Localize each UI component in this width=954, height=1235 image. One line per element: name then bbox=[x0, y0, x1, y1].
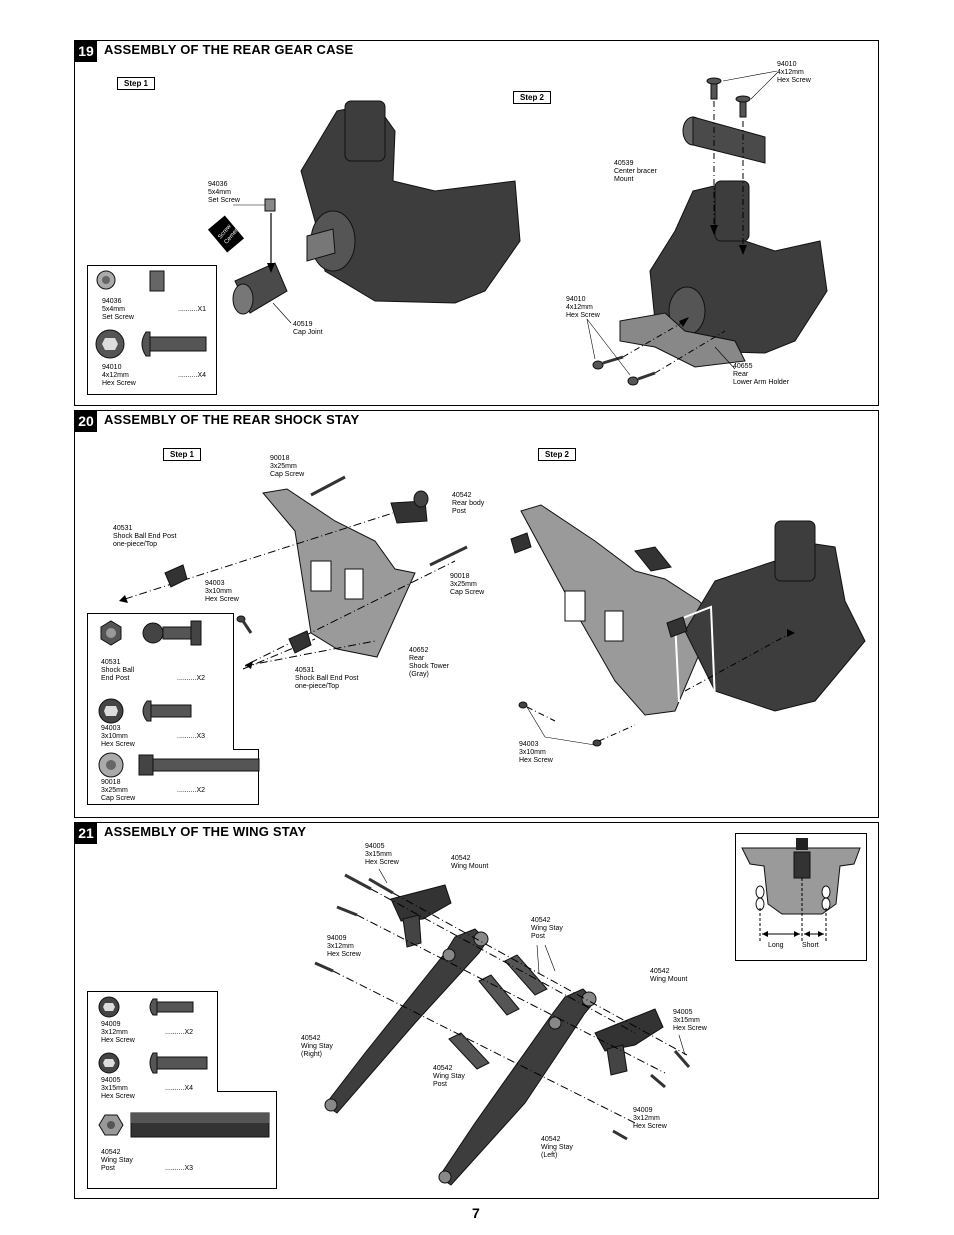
section-title: ASSEMBLY OF THE REAR GEAR CASE bbox=[104, 42, 354, 57]
inset-short-label: Short bbox=[802, 942, 819, 949]
inset-long-label: Long bbox=[768, 942, 784, 949]
shock-stay-parts-icons bbox=[98, 620, 260, 778]
section-number: 20 bbox=[75, 411, 97, 432]
label-40539: 40539 Center bracer Mount bbox=[614, 160, 657, 183]
label-40542-mount-right: 40542 Wing Mount bbox=[650, 968, 688, 983]
parts-item-text: 90018 3x25mm Cap Screw bbox=[101, 779, 136, 802]
wing-stay-illustration bbox=[314, 868, 691, 1186]
section-title: ASSEMBLY OF THE WING STAY bbox=[104, 824, 307, 839]
parts-item-text: 94005 3x15mm Hex Screw bbox=[101, 1077, 135, 1100]
section-title: ASSEMBLY OF THE REAR SHOCK STAY bbox=[104, 412, 360, 427]
parts-list-box: 94036 5x4mm Set Screw ..........X1 94010… bbox=[87, 265, 217, 395]
label-40531-bot: 40531 Shock Ball End Post one-piece/Top bbox=[295, 667, 359, 690]
parts-item-text: 40531 Shock Ball End Post bbox=[101, 659, 135, 682]
parts-item-text: 94010 4x12mm Hex Screw bbox=[102, 364, 136, 387]
label-90018-top: 90018 3x25mm Cap Screw bbox=[270, 455, 305, 478]
label-40542-stay-left: 40542 Wing Stay (Left) bbox=[541, 1136, 573, 1159]
rear-gear-case-illustration bbox=[207, 70, 828, 386]
label-40542-post-top: 40542 Wing Stay Post bbox=[531, 917, 563, 940]
label-40542-stay-right: 40542 Wing Stay (Right) bbox=[301, 1035, 333, 1058]
parts-item-qty: ..........X4 bbox=[165, 1085, 194, 1092]
parts-item-qty: ..........X2 bbox=[177, 675, 206, 682]
label-94003-right: 94003 3x10mm Hex Screw bbox=[519, 741, 553, 764]
label-40531-top: 40531 Shock Ball End Post one-piece/Top bbox=[113, 525, 177, 548]
label-94036: 94036 5x4mm Set Screw bbox=[208, 181, 240, 204]
parts-item-text: 94036 5x4mm Set Screw bbox=[102, 298, 134, 321]
label-90018-mid: 90018 3x25mm Cap Screw bbox=[450, 573, 485, 596]
parts-item-text: 94009 3x12mm Hex Screw bbox=[101, 1021, 135, 1044]
label-94010-side: 94010 4x12mm Hex Screw bbox=[566, 296, 600, 319]
parts-item-qty: ..........X3 bbox=[177, 733, 206, 740]
label-94003-mid: 94003 3x10mm Hex Screw bbox=[205, 580, 239, 603]
label-94010-top: 94010 4x12mm Hex Screw bbox=[777, 61, 811, 84]
label-40519: 40519 Cap Joint bbox=[293, 321, 323, 336]
section-number: 19 bbox=[75, 41, 97, 62]
step-2-label: Step 2 bbox=[513, 91, 552, 104]
section-21-panel: 21 ASSEMBLY OF THE WING STAY bbox=[74, 822, 879, 1199]
parts-item-qty: ..........X2 bbox=[177, 787, 206, 794]
label-40542-mount-top: 40542 Wing Mount bbox=[451, 855, 489, 870]
parts-list-box-extension bbox=[87, 1091, 277, 1189]
parts-box-step bbox=[233, 749, 259, 750]
label-94009-right: 94009 3x12mm Hex Screw bbox=[633, 1107, 667, 1130]
wing-mount-spacing-diagram bbox=[741, 838, 861, 942]
label-40655: 40655 Rear Lower Arm Holder bbox=[733, 363, 790, 386]
parts-item-text: 94003 3x10mm Hex Screw bbox=[101, 725, 135, 748]
label-40542-body-post: 40542 Rear body Post bbox=[452, 492, 485, 515]
step-1-label: Step 1 bbox=[117, 77, 156, 90]
parts-item-qty: ..........X4 bbox=[178, 372, 207, 379]
step-2-label: Step 2 bbox=[538, 448, 577, 461]
wing-stay-parts-icons bbox=[98, 996, 270, 1138]
parts-item-qty: ..........X1 bbox=[178, 306, 207, 313]
label-40652: 40652 Rear Shock Tower (Gray) bbox=[409, 647, 449, 678]
parts-item-text: 40542 Wing Stay Post bbox=[101, 1149, 133, 1172]
parts-item-qty: ..........X3 bbox=[165, 1165, 194, 1172]
parts-item-qty: ..........X2 bbox=[165, 1029, 194, 1036]
section-number: 21 bbox=[75, 823, 97, 844]
parts-box-edge bbox=[233, 613, 234, 750]
label-94005-right: 94005 3x15mm Hex Screw bbox=[673, 1009, 707, 1032]
step-1-label: Step 1 bbox=[163, 448, 202, 461]
parts-box-edge bbox=[217, 991, 218, 1092]
parts-box-step bbox=[217, 1091, 277, 1092]
section-20-panel: 20 ASSEMBLY OF THE REAR SHOCK STAY Step … bbox=[74, 410, 879, 818]
label-94009-left: 94009 3x12mm Hex Screw bbox=[327, 935, 361, 958]
spacing-inset-box: Long Short bbox=[735, 833, 867, 961]
page-number: 7 bbox=[472, 1205, 480, 1221]
section-19-panel: 19 ASSEMBLY OF THE REAR GEAR CASE Step 1… bbox=[74, 40, 879, 406]
set-screw-parts-icon bbox=[95, 270, 207, 359]
label-40542-post-bot: 40542 Wing Stay Post bbox=[433, 1065, 465, 1088]
label-94005-top: 94005 3x15mm Hex Screw bbox=[365, 843, 399, 866]
rear-shock-stay-illustration bbox=[119, 475, 866, 747]
